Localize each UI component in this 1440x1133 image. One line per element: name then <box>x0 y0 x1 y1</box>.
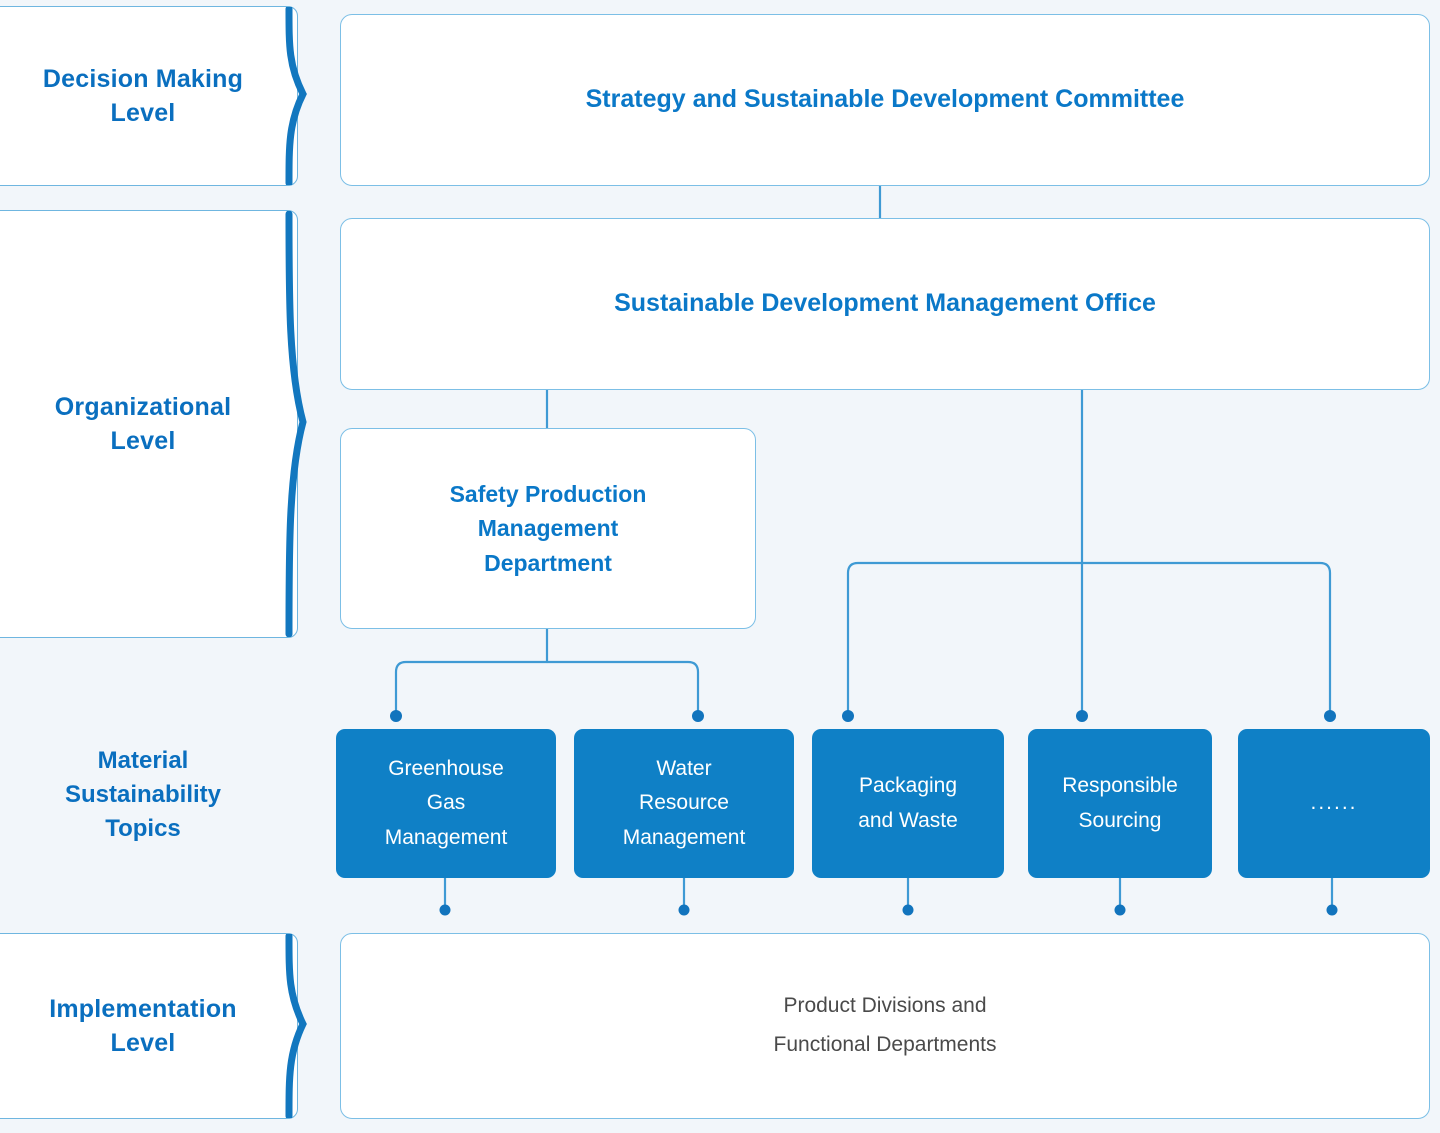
level-label-decision-line1: Decision Making <box>42 64 244 93</box>
topic-box-packaging[interactable]: Packaging and Waste <box>812 729 1004 878</box>
brace-organizational <box>285 211 307 637</box>
node-safety-department[interactable]: Safety Production Management Department <box>340 428 756 629</box>
level-label-material-line3: Topics <box>105 815 181 843</box>
topic-ghg-line1: Greenhouse <box>388 757 504 781</box>
node-committee[interactable]: Strategy and Sustainable Development Com… <box>340 14 1430 186</box>
level-card-decision: Decision Making Level <box>0 6 307 186</box>
level-label-decision-line2: Level <box>110 99 176 127</box>
topic-box-responsible-sourcing[interactable]: Responsible Sourcing <box>1028 729 1212 878</box>
level-label-implementation-line2: Level <box>110 1029 176 1057</box>
topic-box-more[interactable]: ...... <box>1238 729 1430 878</box>
node-implementation-line2: Functional Departments <box>773 1033 997 1056</box>
topic-sourcing-line1: Responsible <box>1062 774 1178 798</box>
topic-packaging-line2: and Waste <box>858 808 958 832</box>
level-label-material: Material Sustainability Topics <box>0 700 298 890</box>
node-implementation-line1: Product Divisions and <box>783 994 987 1018</box>
level-card-organizational: Organizational Level <box>0 210 307 638</box>
topic-water-line2: Resource <box>639 791 729 815</box>
level-card-implementation: Implementation Level <box>0 933 307 1119</box>
node-management-office[interactable]: Sustainable Development Management Offic… <box>340 218 1430 390</box>
topic-more-label: ...... <box>1310 791 1358 815</box>
level-label-organizational-line1: Organizational <box>54 392 232 421</box>
node-safety-line2: Management <box>477 515 619 542</box>
level-label-material-line2: Sustainability <box>64 780 222 808</box>
level-label-material-line1: Material <box>97 746 189 774</box>
level-label-organizational-line2: Level <box>110 427 176 455</box>
node-committee-label: Strategy and Sustainable Development Com… <box>585 85 1185 114</box>
node-safety-line3: Department <box>484 549 612 576</box>
topic-packaging-line1: Packaging <box>858 774 958 798</box>
brace-implementation <box>285 934 307 1118</box>
topic-ghg-line3: Management <box>384 825 508 849</box>
node-safety-line1: Safety Production <box>449 480 647 507</box>
topic-box-ghg[interactable]: Greenhouse Gas Management <box>336 729 556 878</box>
node-management-office-label: Sustainable Development Management Offic… <box>614 289 1156 318</box>
topic-ghg-line2: Gas <box>426 791 466 815</box>
topic-water-line1: Water <box>656 757 712 781</box>
topic-sourcing-line2: Sourcing <box>1078 808 1162 832</box>
level-label-implementation-line1: Implementation <box>49 994 237 1023</box>
node-implementation-departments[interactable]: Product Divisions and Functional Departm… <box>340 933 1430 1119</box>
topic-box-water[interactable]: Water Resource Management <box>574 729 794 878</box>
brace-decision <box>285 7 307 185</box>
topic-water-line3: Management <box>622 825 746 849</box>
